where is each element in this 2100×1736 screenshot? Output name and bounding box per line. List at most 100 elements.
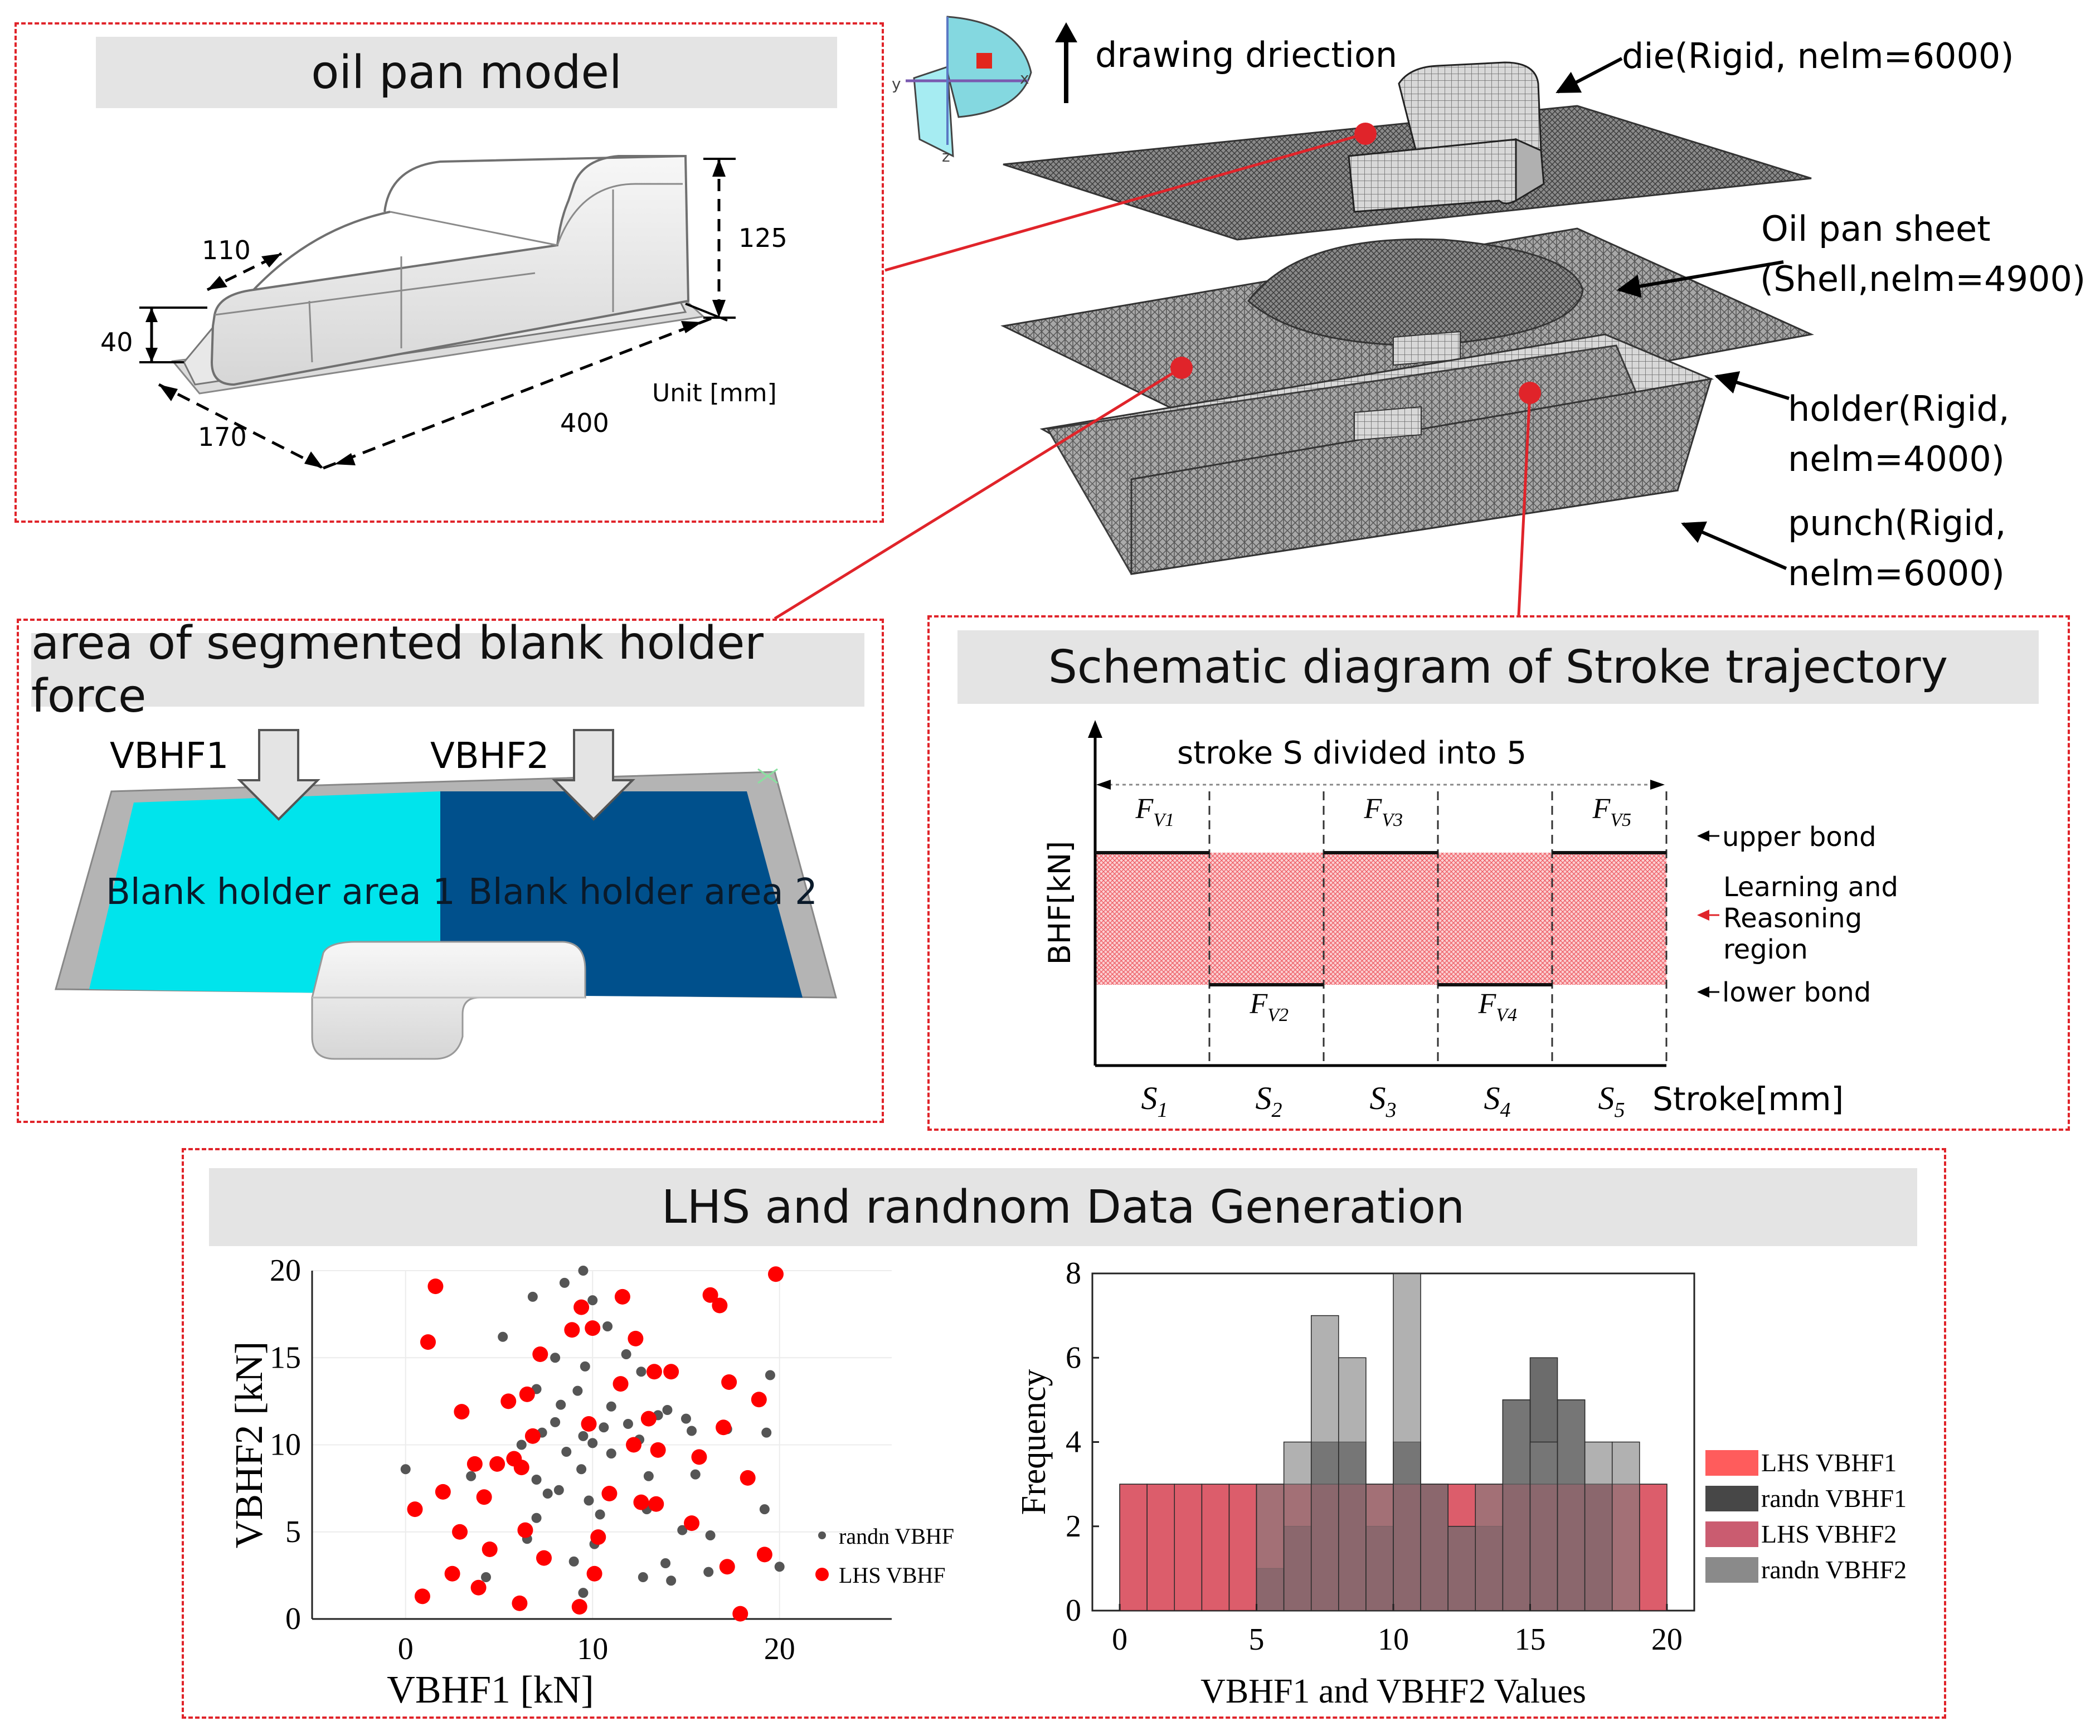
lhs-point [650,1442,666,1458]
randn-point [578,1588,589,1598]
force-label: FV1 [1135,793,1175,830]
lhs-title: LHS and randnom Data Generation [209,1168,1917,1246]
randn-point [602,1321,613,1331]
dim-400: 400 [560,408,609,438]
lhs-point [517,1522,533,1538]
lhs-point [420,1334,436,1350]
stroke-divided-label: stroke S divided into 5 [1177,735,1527,771]
y-tick-label: 5 [285,1515,301,1549]
lhs-point [435,1484,451,1500]
randn-point [621,1349,631,1359]
bhf-area-panel [17,619,884,1123]
lhs-point [482,1542,498,1557]
randn-point [580,1361,590,1372]
randn-point [498,1331,508,1342]
holder-label-line1: holder(Rigid, [1788,388,2010,429]
lhs-point [586,1565,602,1582]
punch-label-line2: nelm=6000) [1788,553,2005,594]
randn-point [759,1504,770,1515]
lhs-point [601,1486,618,1501]
lhs-point [585,1320,601,1336]
randn-point [705,1530,716,1540]
randn-point [660,1558,671,1568]
upper-bond-label: upper bond [1722,821,1877,853]
holder-label-line2: nelm=4000) [1788,439,2005,479]
lower-bond-label: lower bond [1722,977,1871,1008]
randn-point [703,1567,714,1577]
lhs-point [414,1588,430,1604]
lhs-point [524,1428,541,1444]
x-tick-label: 5 [1249,1622,1265,1657]
x-tick-label: 15 [1514,1622,1545,1657]
legend-swatch [1705,1557,1758,1583]
legend-swatch [1705,1521,1758,1547]
legend-marker [818,1531,826,1539]
lhs-point [712,1297,728,1314]
randn-point [578,1431,589,1441]
randn-point [559,1277,570,1288]
oil-pan-title: oil pan model [96,37,837,108]
area1-label: Blank holder area 1 [106,872,455,913]
histogram-bar [1228,1484,1257,1611]
scatter-x-label: VBHF1 [kN] [387,1669,594,1711]
lhs-point [581,1416,597,1432]
red-connectors [774,123,1541,620]
y-tick-label: 8 [1066,1256,1081,1291]
sheet-label-line2: (Shell,nelm=4900) [1760,259,2086,299]
lhs-point [663,1364,679,1380]
histogram-bar [1557,1399,1586,1611]
lhs-point [466,1456,483,1472]
lhs-point [489,1456,505,1472]
dim-125: 125 [738,223,788,253]
randn-point [584,1495,594,1506]
legend-label: randn VBHF [839,1524,954,1549]
randn-point [568,1556,579,1567]
legend-label: randn VBHF1 [1761,1484,1907,1513]
bhf-axis-label: BHF[kN] [1042,841,1077,965]
randn-point [761,1427,772,1438]
randn-point [595,1509,605,1520]
randn-point [606,1401,616,1412]
randn-point [774,1562,785,1572]
lhs-point [751,1392,767,1408]
lhs-point [768,1266,784,1282]
lhs-point [716,1419,732,1436]
randn-point [531,1513,542,1523]
lhs-point [407,1501,423,1518]
randn-point [556,1399,566,1410]
lhs-point [444,1565,460,1582]
stroke-title: Schematic diagram of Stroke trajectory [957,630,2039,704]
force-label: FV3 [1364,793,1403,830]
dim-170: 170 [198,422,247,452]
histogram-x-label: VBHF1 and VBHF2 Values [1200,1672,1586,1710]
lhs-point [614,1288,630,1305]
randn-point [587,1295,598,1306]
legend-label: LHS VBHF2 [1761,1520,1897,1548]
lhs-point [740,1470,756,1486]
legend-label: LHS VBHF [839,1563,946,1588]
lhs-point [573,1299,590,1315]
vbhf2-label: VBHF2 [430,736,549,777]
y-tick-label: 0 [285,1602,301,1636]
punch-label-line1: punch(Rigid, [1788,503,2006,543]
lhs-point [612,1376,629,1392]
randn-point [400,1464,411,1475]
histogram-bar [1365,1484,1394,1611]
axis-y-label: y [892,75,901,93]
histogram-bar [1256,1484,1285,1611]
learning-region [1095,853,1666,985]
randn-point [527,1291,538,1302]
randn-point [553,1485,564,1495]
oil-pan-drawing [139,155,736,470]
y-tick-label: 2 [1066,1509,1081,1544]
sheet-draw-region [1247,238,1584,347]
lhs-point [590,1529,606,1545]
force-label: FV4 [1478,988,1518,1025]
randn-point [636,1367,646,1377]
lhs-point [476,1489,492,1505]
die-block [1348,61,1545,213]
lhs-point [564,1322,580,1338]
legend-swatch [1705,1450,1758,1476]
